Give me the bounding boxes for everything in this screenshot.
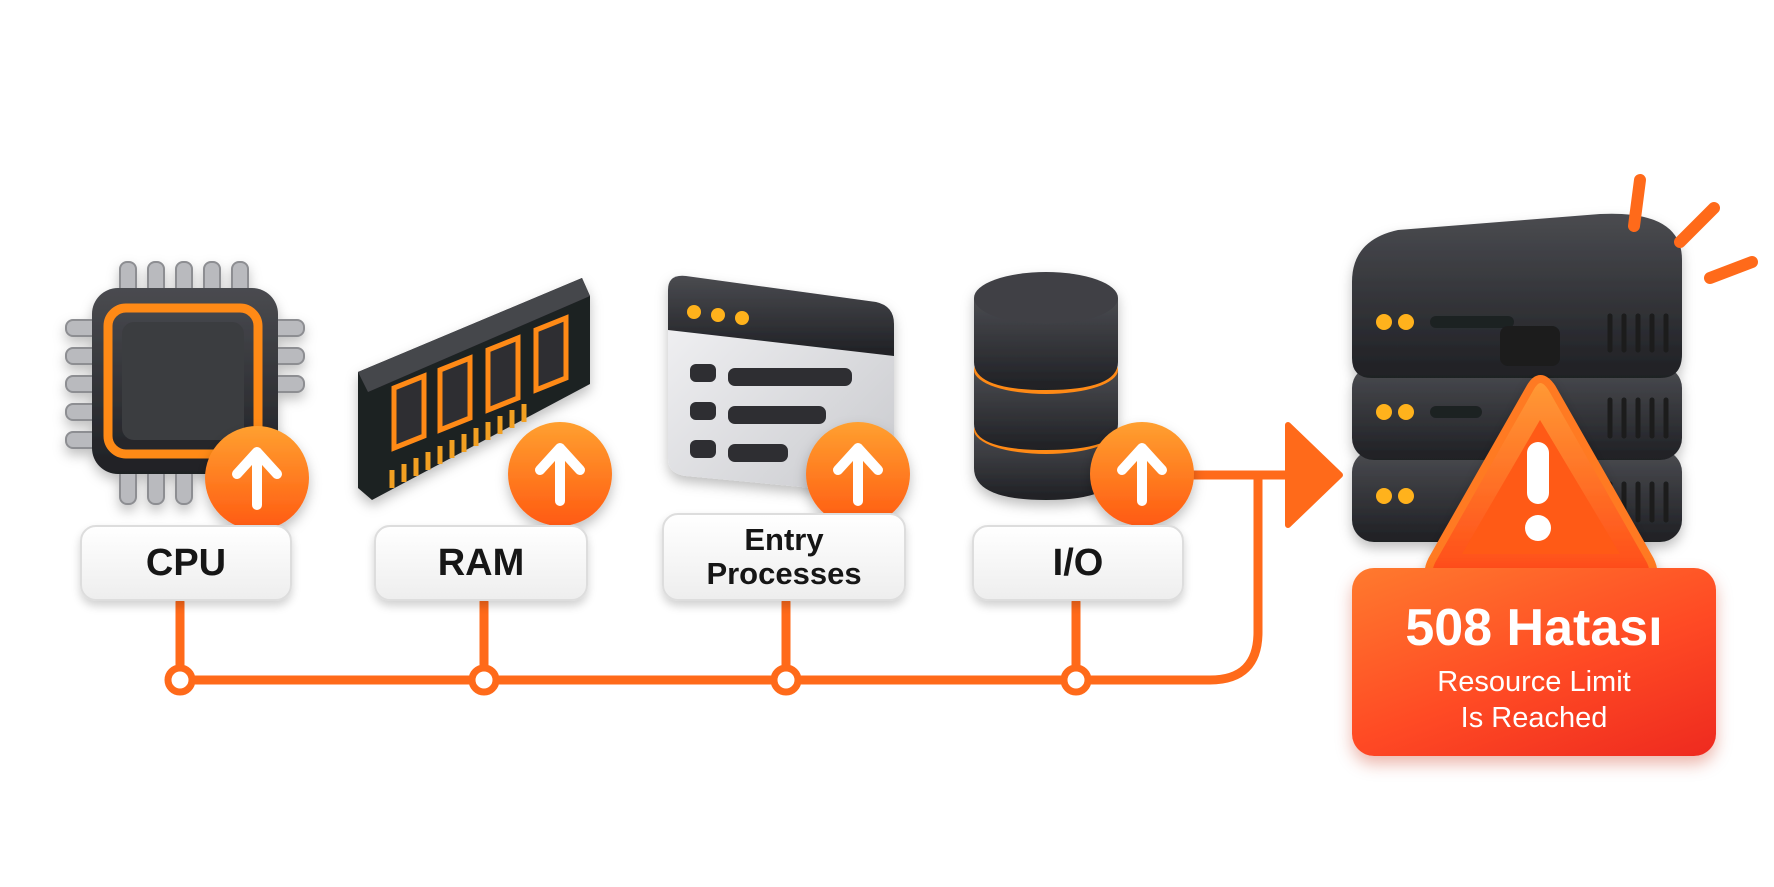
- database-icon: [974, 272, 1118, 500]
- connector-lines: [175, 470, 1305, 685]
- resource-label-text: CPU: [145, 541, 227, 584]
- alert-rays-icon: [1628, 174, 1758, 284]
- cpu-chip-icon: [65, 261, 305, 505]
- resource-label-text: Entry Processes: [706, 522, 862, 591]
- error-subtitle: Resource Limit Is Reached: [1352, 664, 1716, 736]
- arrow-up-badge-icon: [205, 426, 309, 530]
- arrow-up-badge-icon: [1090, 422, 1194, 526]
- resource-label-io: I/O: [972, 525, 1184, 601]
- arrow-up-badge-icon: [806, 422, 910, 526]
- error-line-1: Resource Limit: [1437, 666, 1631, 698]
- resource-label-text: I/O: [1052, 541, 1104, 584]
- arrow-up-badge-icon: [508, 422, 612, 526]
- resource-label-text: RAM: [437, 541, 525, 584]
- error-line-2: Is Reached: [1460, 702, 1608, 734]
- arrow-head-icon: [1285, 422, 1343, 528]
- resource-label-cpu: CPU: [80, 525, 292, 601]
- warning-triangle-icon: [1425, 375, 1657, 584]
- connector-nodes: [164, 664, 1092, 696]
- ram-module-icon: [358, 278, 590, 500]
- error-banner: 508 Hatası Resource Limit Is Reached: [1352, 568, 1716, 756]
- error-title: 508 Hatası: [1405, 599, 1663, 657]
- resource-label-entry-processes: Entry Processes: [662, 513, 906, 601]
- resource-label-ram: RAM: [374, 525, 588, 601]
